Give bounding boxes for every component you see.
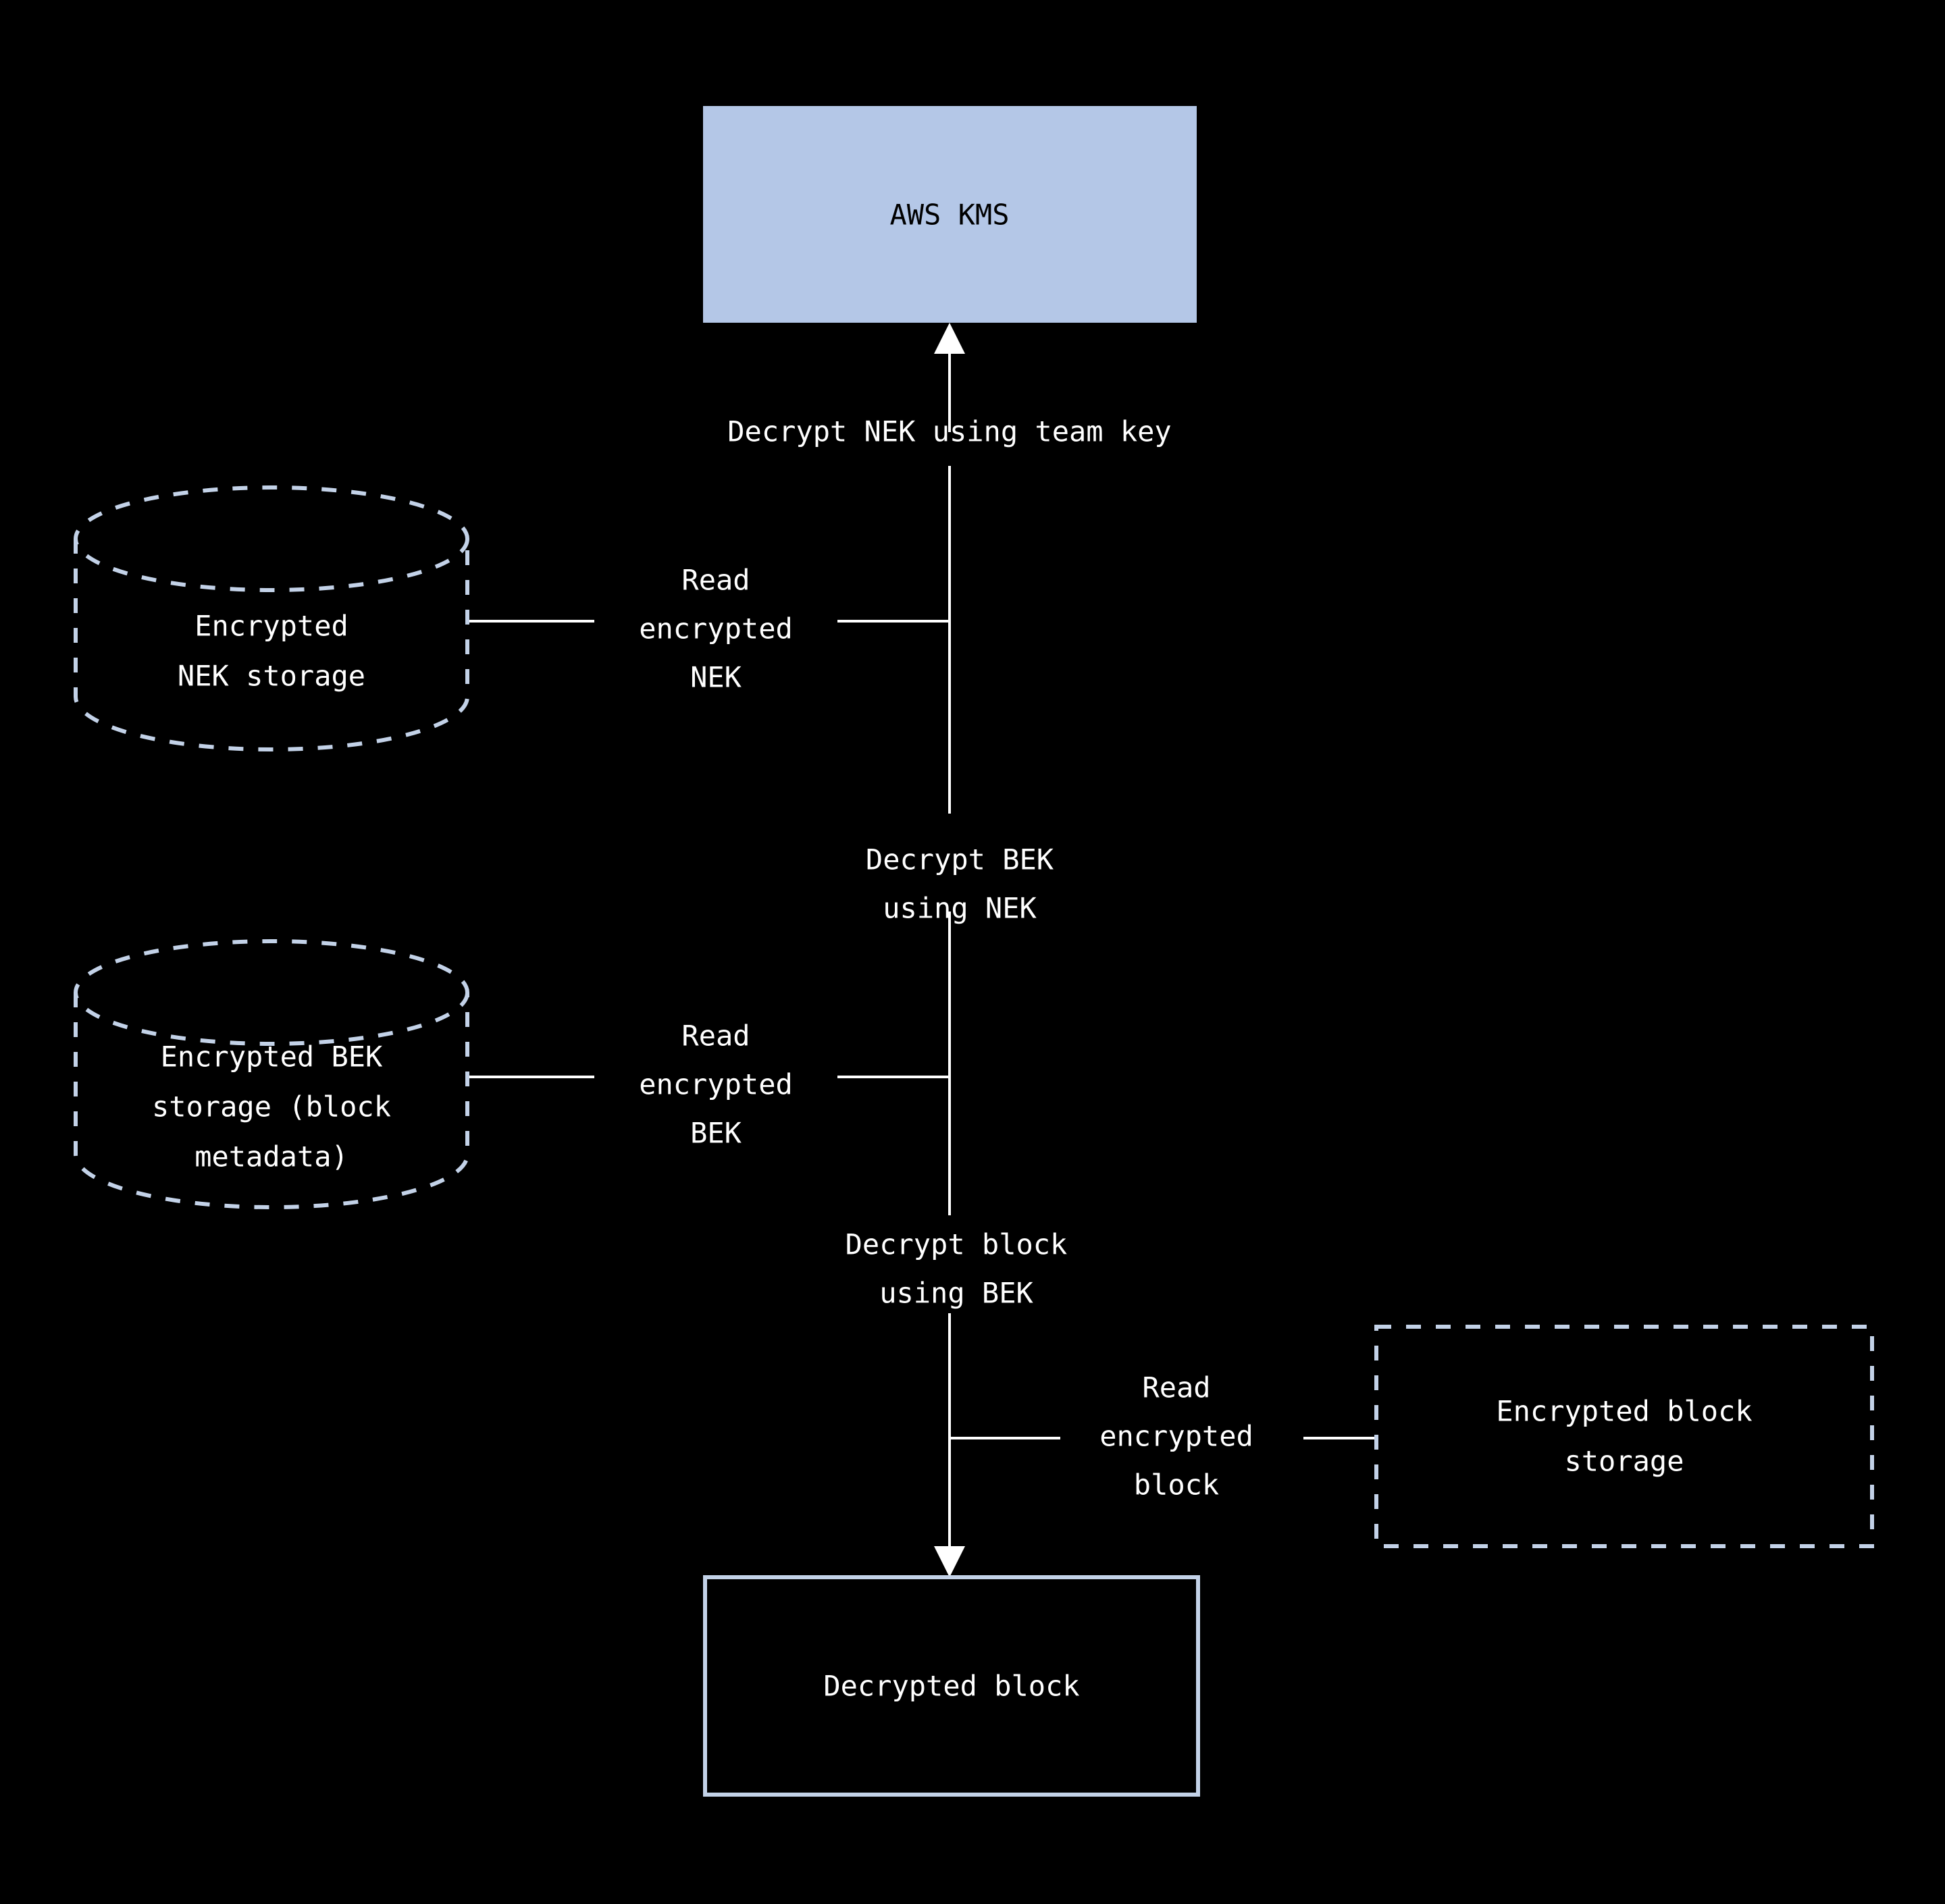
decrypted-block-label: Decrypted block <box>823 1670 1079 1703</box>
edge-label-decrypt-nek-team-key: Decrypt NEK using team key <box>727 415 1171 448</box>
nek-storage-cylinder-top <box>74 485 469 592</box>
edge-label-read-encrypted-nek-line-1: Read <box>681 564 750 597</box>
node-bek-storage[interactable]: Encrypted BEK storage (block metadata) <box>74 939 469 1210</box>
edge-label-read-encrypted-bek-line-2: encrypted <box>639 1068 793 1101</box>
aws-kms-box[interactable] <box>703 106 1197 323</box>
encrypted-block-storage-box[interactable] <box>1374 1325 1874 1548</box>
bek-storage-label-line-2: storage (block <box>152 1090 391 1123</box>
node-encrypted-block-storage[interactable]: Encrypted block storage <box>1374 1325 1874 1548</box>
edge-label-decrypt-block-line-1: Decrypt block <box>846 1228 1068 1261</box>
bek-storage-label-line-3: metadata) <box>194 1140 348 1173</box>
edge-label-read-encrypted-bek-line-1: Read <box>681 1020 750 1053</box>
node-decrypted-block[interactable]: Decrypted block <box>703 1575 1200 1797</box>
edge-label-read-encrypted-nek-line-2: encrypted <box>639 612 793 645</box>
bek-storage-cylinder-top <box>74 939 469 1046</box>
edge-label-read-encrypted-nek-line-3: NEK <box>690 661 742 694</box>
edge-label-decrypt-bek-line-1: Decrypt BEK <box>866 843 1054 876</box>
edge-label-read-encrypted-block-line-1: Read <box>1142 1371 1210 1404</box>
edge-label-decrypt-block-line-2: using BEK <box>879 1277 1033 1310</box>
edge-label-read-encrypted-bek-line-3: BEK <box>690 1117 742 1150</box>
arrowhead-to-aws-kms <box>934 323 965 354</box>
edge-label-decrypt-bek-line-2: using NEK <box>883 892 1037 925</box>
decrypted-block-box[interactable] <box>703 1575 1200 1797</box>
edge-label-read-encrypted-block-line-3: block <box>1134 1469 1219 1502</box>
node-nek-storage[interactable]: Encrypted NEK storage <box>74 485 469 752</box>
encrypted-block-storage-label-line-1: Encrypted block <box>1496 1395 1752 1428</box>
nek-storage-cylinder-body <box>74 539 469 752</box>
encrypted-block-storage-label-line-2: storage <box>1564 1445 1684 1478</box>
arrowhead-to-decrypted-block <box>934 1546 965 1577</box>
aws-kms-label: AWS KMS <box>889 199 1009 232</box>
edge-label-group: Decrypt NEK using team key Read encrypte… <box>639 415 1253 1502</box>
nek-storage-label-line-2: NEK storage <box>178 660 365 693</box>
node-aws-kms[interactable]: AWS KMS <box>703 106 1197 323</box>
bek-storage-label-line-1: Encrypted BEK <box>161 1040 383 1074</box>
edge-group <box>467 323 1376 1577</box>
edge-label-read-encrypted-block-line-2: encrypted <box>1099 1420 1253 1453</box>
nek-storage-label-line-1: Encrypted <box>194 610 348 643</box>
